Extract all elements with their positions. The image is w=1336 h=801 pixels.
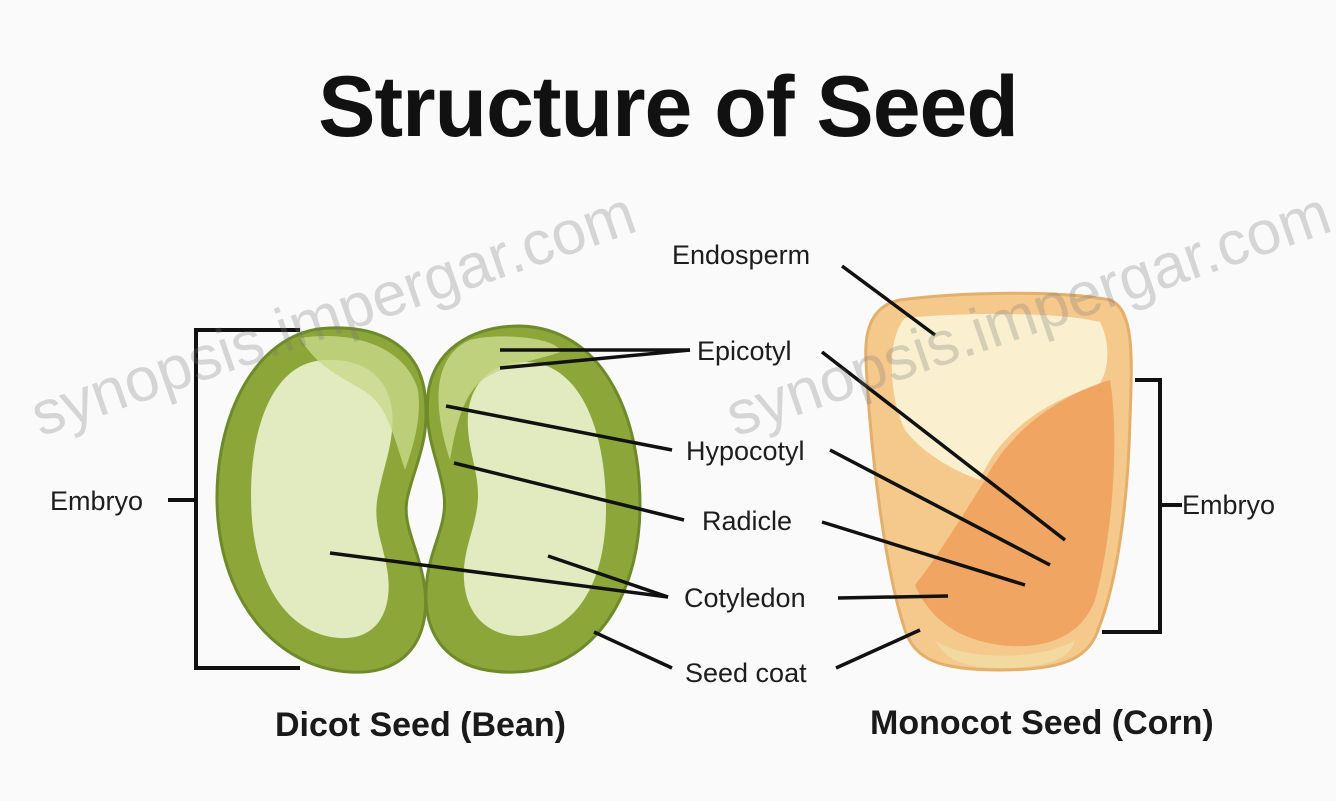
label-dicot-embryo: Embryo: [50, 486, 143, 517]
leader-cotyledon-right: [838, 596, 948, 598]
label-epicotyl: Epicotyl: [697, 336, 792, 367]
dicot-right-cotyledon-inner: [464, 362, 606, 636]
label-seed-coat: Seed coat: [685, 658, 807, 689]
label-endosperm: Endosperm: [672, 240, 810, 271]
leader-seed-coat-left: [594, 632, 672, 668]
dicot-seed-illustration: [168, 326, 640, 672]
label-monocot-embryo: Embryo: [1182, 490, 1275, 521]
caption-monocot: Monocot Seed (Corn): [870, 704, 1214, 743]
label-hypocotyl: Hypocotyl: [686, 436, 805, 467]
label-radicle: Radicle: [702, 506, 792, 537]
caption-dicot: Dicot Seed (Bean): [275, 706, 566, 745]
monocot-seed-illustration: [866, 293, 1182, 670]
page-title: Structure of Seed: [0, 58, 1336, 157]
leader-seed-coat-right: [836, 630, 920, 668]
label-cotyledon: Cotyledon: [684, 583, 806, 614]
